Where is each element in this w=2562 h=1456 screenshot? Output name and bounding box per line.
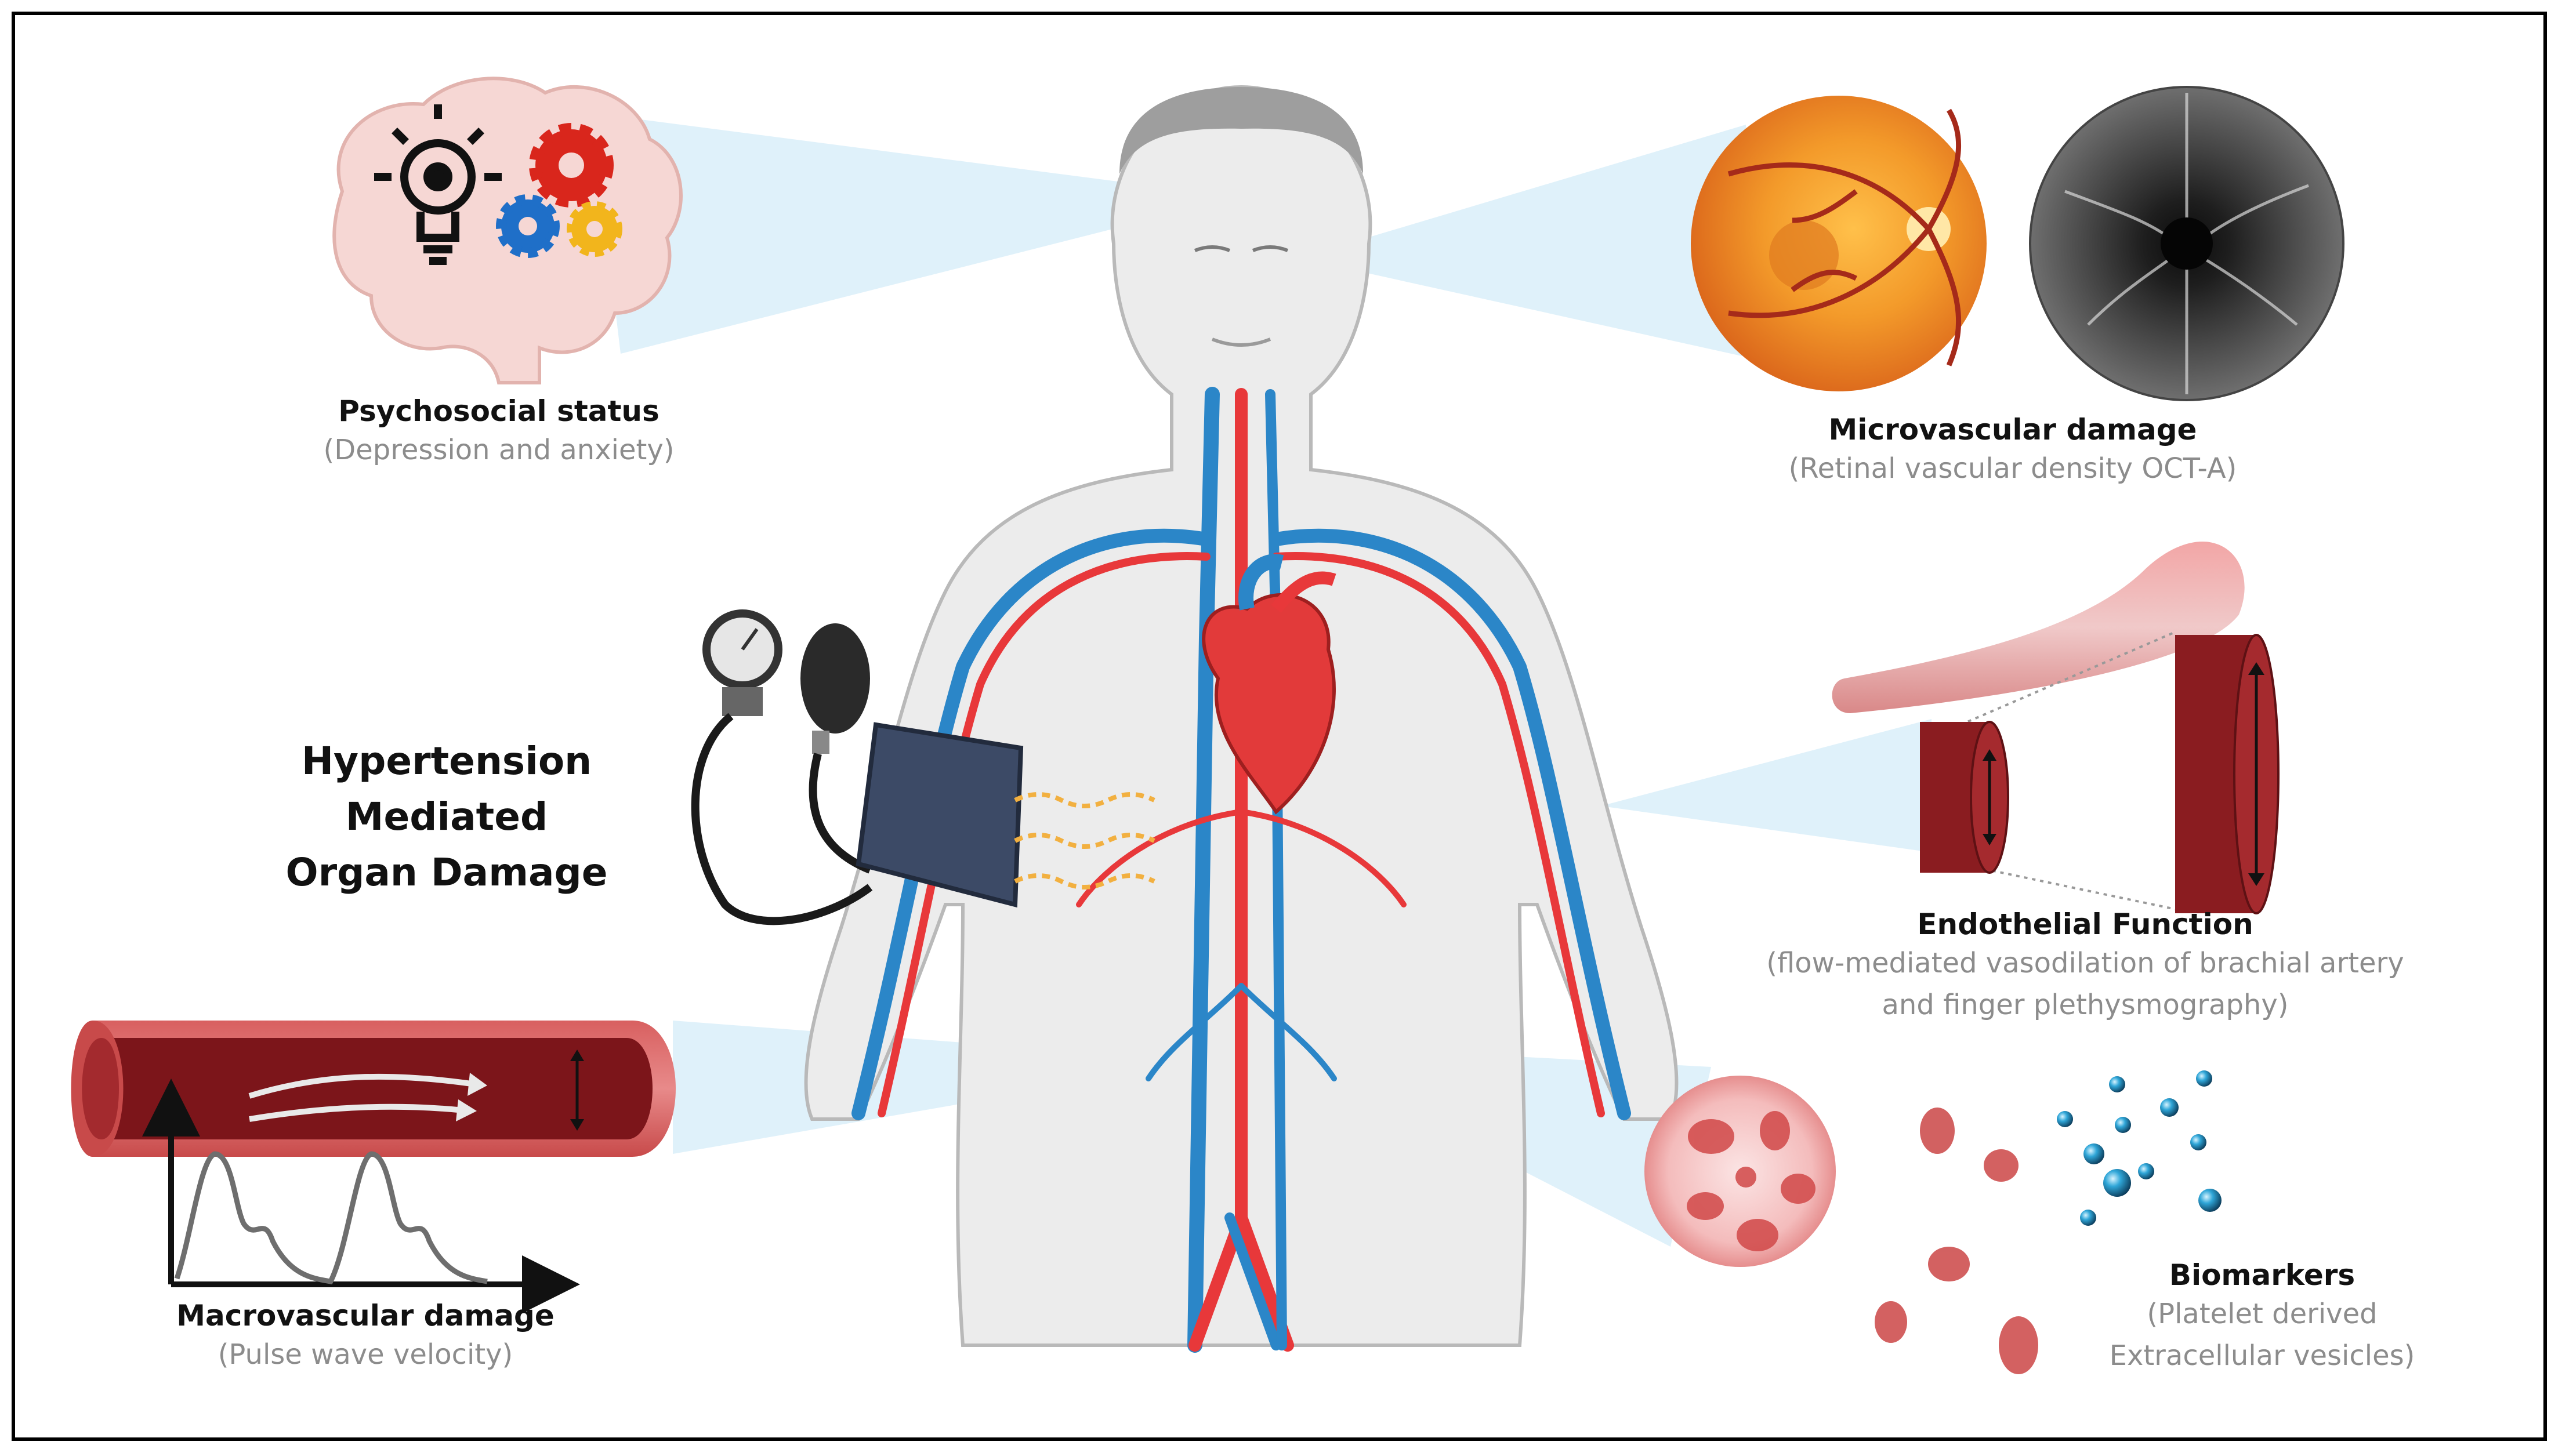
- psychosocial-label: Psychosocial status (Depression and anxi…: [267, 394, 731, 472]
- microvascular-title: Microvascular damage: [1828, 413, 2197, 446]
- endothelial-subtitle-line2: and finger plethysmography): [1882, 989, 2289, 1021]
- microvascular-label: Microvascular damage (Retinal vascular d…: [1740, 413, 2285, 491]
- outer-frame: [12, 12, 2547, 1441]
- microvascular-subtitle: (Retinal vascular density OCT-A): [1788, 452, 2237, 485]
- macrovascular-title: Macrovascular damage: [176, 1299, 555, 1332]
- vesicle-icon: [2057, 1070, 2222, 1226]
- beam-psychosocial: [592, 113, 1238, 354]
- macrovascular-label: Macrovascular damage (Pulse wave velocit…: [151, 1299, 580, 1377]
- oct-angiography-icon: [2029, 86, 2344, 401]
- endothelial-title: Endothelial Function: [1917, 907, 2253, 941]
- heart-icon: [1202, 554, 1336, 815]
- yellow-gear-icon: [567, 201, 622, 257]
- biomarkers-label: Biomarkers (Platelet derived Extracellul…: [2065, 1258, 2459, 1378]
- vessel-segment-large-icon: [2175, 634, 2280, 914]
- endothelial-label: Endothelial Function (flow-mediated vaso…: [1717, 907, 2454, 1027]
- main-title-line2: Organ Damage: [285, 850, 608, 895]
- macrovascular-subtitle: (Pulse wave velocity): [218, 1338, 513, 1371]
- biomarkers-subtitle-line1: (Platelet derived: [2147, 1298, 2378, 1330]
- fundus-photo-icon: [1691, 96, 1987, 391]
- main-title-line1: Hypertension Mediated: [301, 739, 592, 839]
- psychosocial-title: Psychosocial status: [338, 394, 659, 428]
- main-title: Hypertension Mediated Organ Damage: [209, 734, 684, 901]
- vessel-segment-small-icon: [1920, 721, 2009, 874]
- endothelial-subtitle-line1: (flow-mediated vasodilation of brachial …: [1766, 947, 2404, 979]
- artery-tube-icon: [1832, 542, 2245, 912]
- red-gear-icon: [529, 123, 614, 208]
- beam-endothelial: [1601, 719, 1932, 852]
- biomarkers-title: Biomarkers: [2169, 1258, 2356, 1292]
- platelet-icon: [1644, 1076, 2038, 1374]
- blood-pressure-cuff-icon: [856, 722, 1024, 908]
- biomarkers-subtitle-line2: Extracellular vesicles): [2109, 1339, 2415, 1372]
- lightbulb-icon: [374, 104, 502, 265]
- pressure-wave-arrows: [1014, 792, 1155, 889]
- artery-icon: [71, 1021, 676, 1157]
- beam-microvascular: [1299, 125, 1757, 360]
- sphygmomanometer-icon: [691, 609, 873, 925]
- blue-gear-icon: [496, 194, 560, 258]
- psychosocial-subtitle: (Depression and anxiety): [323, 434, 675, 466]
- pulse-wave-icon: [142, 1079, 580, 1313]
